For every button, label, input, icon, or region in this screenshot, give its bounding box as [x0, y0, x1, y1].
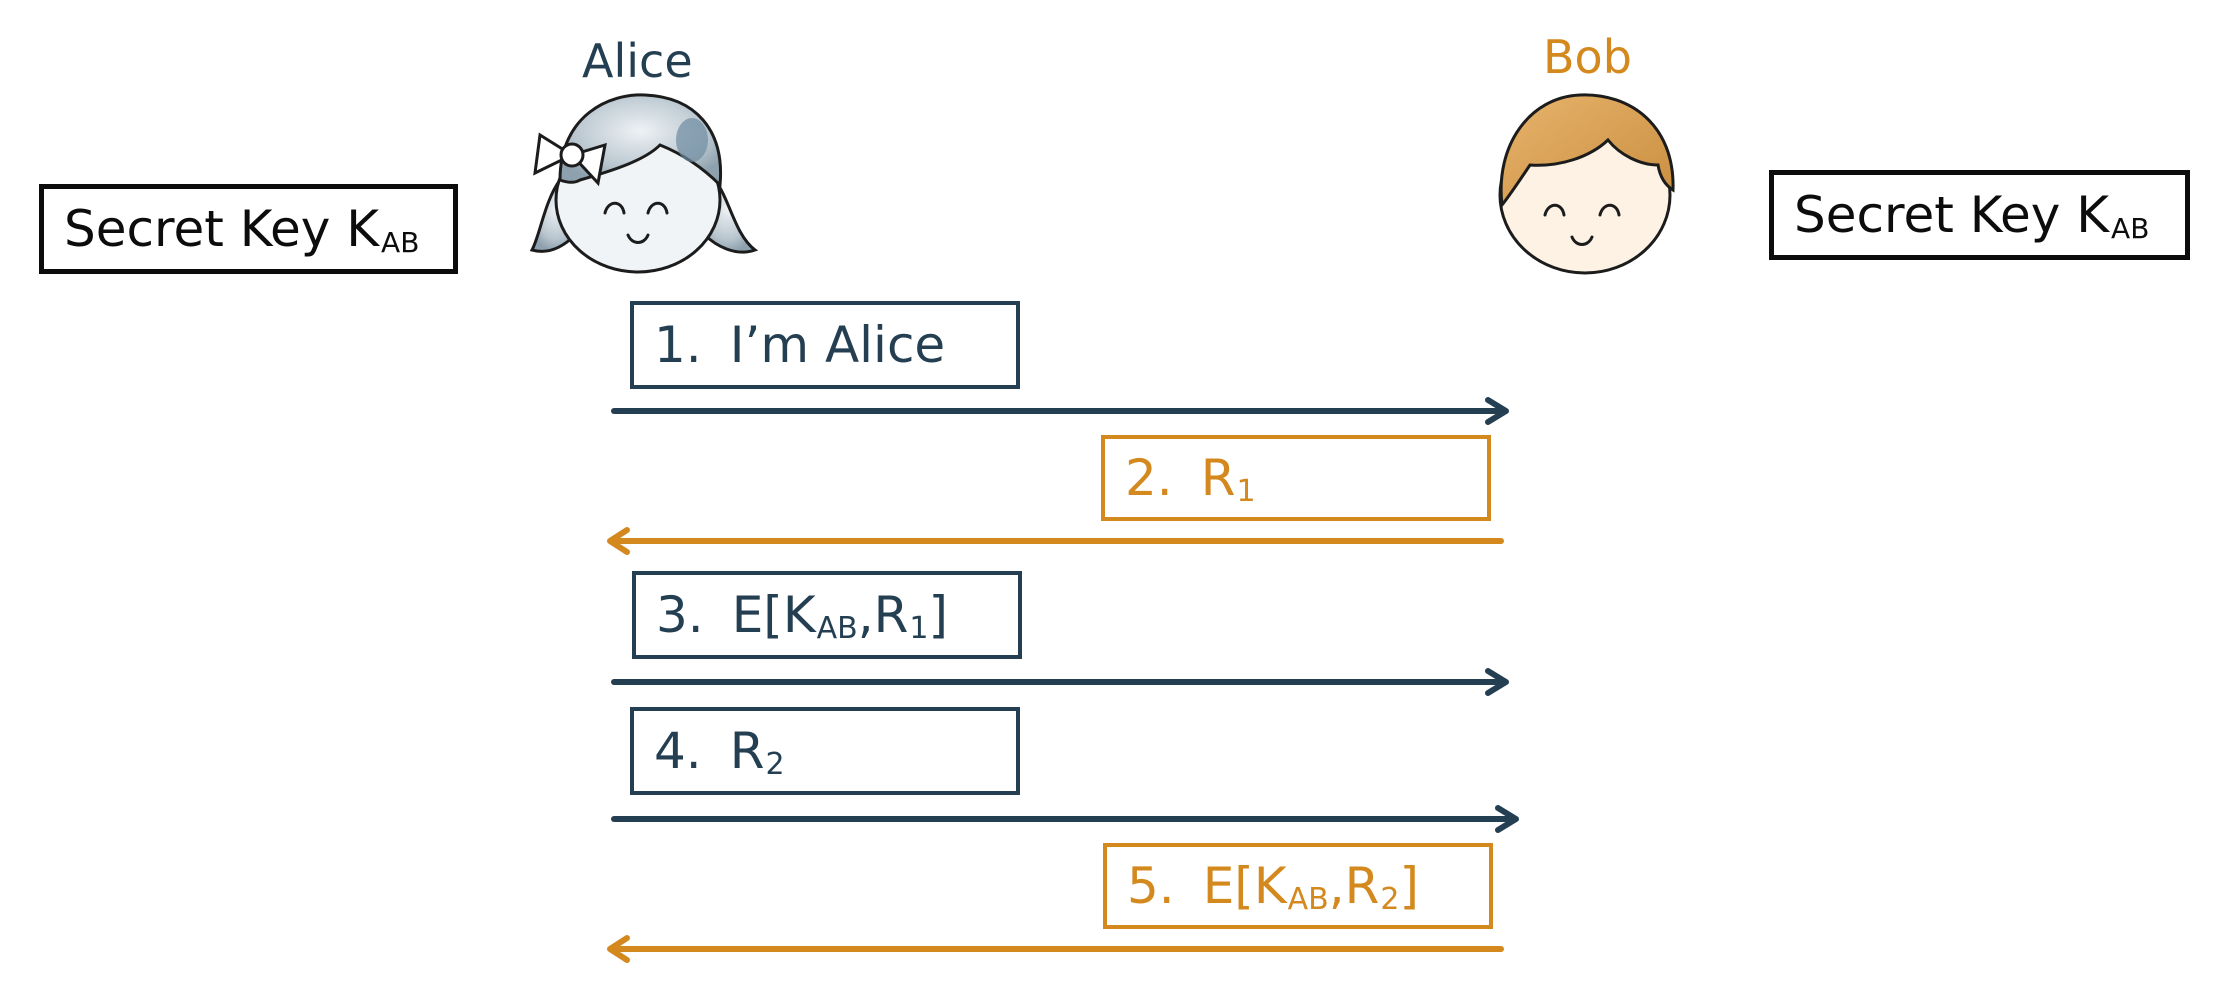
message-subscript: 1 [909, 611, 929, 646]
message-subscript: AB [816, 611, 858, 646]
message-number: 4. [654, 722, 702, 780]
message-text: E[K [1202, 857, 1287, 915]
arrow-3-alice-to-bob [611, 668, 1509, 696]
arrow-4-alice-to-bob [611, 805, 1519, 833]
message-text: R [729, 722, 765, 780]
message-text: R [1200, 449, 1236, 507]
message-subscript: 2 [765, 747, 785, 782]
message-text: ,R [857, 586, 909, 644]
alice-name-label: Alice [582, 34, 693, 88]
message-number: 2. [1125, 449, 1173, 507]
message-text: I’m Alice [729, 316, 946, 374]
arrow-2-bob-to-alice [607, 527, 1504, 555]
message-number: 3. [656, 586, 704, 644]
secret-key-subscript: AB [381, 226, 420, 259]
secret-key-label: Secret Key K [64, 200, 380, 258]
bob-boy-face-icon [1498, 93, 1675, 275]
message-number: 1. [654, 316, 702, 374]
message-text: ,R [1328, 857, 1380, 915]
message-subscript: AB [1287, 882, 1329, 917]
arrow-1-alice-to-bob [611, 397, 1509, 425]
message-text: ] [928, 586, 948, 644]
alice-girl-face-icon [529, 93, 759, 274]
bob-name-label: Bob [1543, 30, 1632, 84]
message-text: E[K [731, 586, 816, 644]
message-number: 5. [1127, 857, 1175, 915]
message-subscript: 1 [1236, 474, 1256, 509]
message-text: ] [1399, 857, 1419, 915]
arrow-5-bob-to-alice [607, 935, 1504, 963]
message-subscript: 2 [1380, 882, 1400, 917]
secret-key-subscript: AB [2111, 212, 2150, 245]
message-1-box: 1. I’m Alice [630, 301, 1020, 389]
secret-key-label: Secret Key K [1794, 186, 2110, 244]
